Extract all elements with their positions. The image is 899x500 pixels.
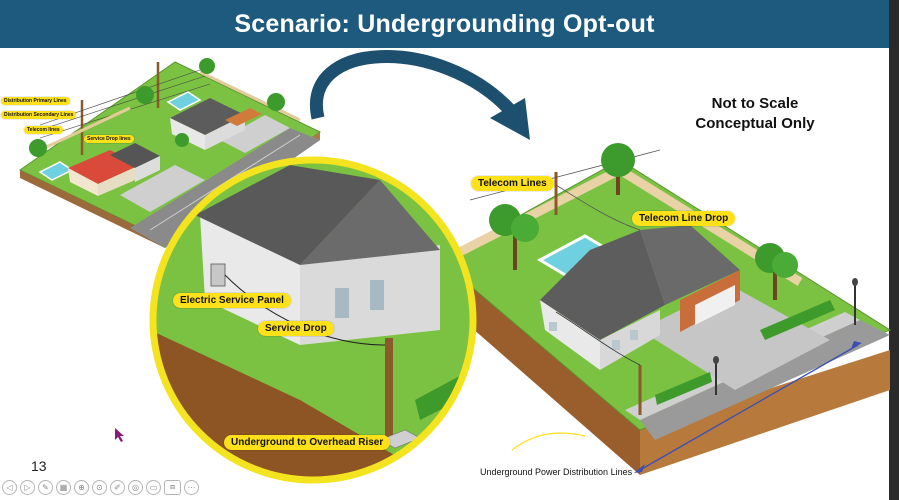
pointer-icon[interactable]: ◎ <box>128 479 143 495</box>
label-distribution-secondary: Distribution Secondary Lines <box>1 111 77 119</box>
zoom-icon[interactable]: ⊕ <box>74 479 89 495</box>
scale-note-line1: Not to Scale <box>711 95 799 112</box>
prev-icon[interactable]: ◁ <box>2 479 17 495</box>
label-telecom-line-drop: Telecom Line Drop <box>632 211 736 226</box>
window-edge <box>889 0 899 500</box>
large-property-diagram <box>439 143 892 475</box>
label-distribution-primary: Distribution Primary Lines <box>1 97 70 105</box>
presenter-toolbar: ◁ ▷ ✎ ▦ ⊕ ⊙ ✐ ◎ ▭ ⧈ ⋯ <box>2 478 199 496</box>
label-electric-service-panel: Electric Service Panel <box>173 293 291 308</box>
camera-icon[interactable]: ⧈ <box>164 479 181 495</box>
zoom-detail-circle <box>149 156 477 484</box>
next-icon[interactable]: ▷ <box>20 479 35 495</box>
slide-title: Scenario: Undergrounding Opt-out <box>234 9 655 38</box>
label-telecom-small: Telecom lines <box>24 126 63 134</box>
slide-title-bar: Scenario: Undergrounding Opt-out <box>0 0 889 48</box>
curved-arrow-icon <box>309 50 530 140</box>
label-underground-riser: Underground to Overhead Riser <box>224 435 391 450</box>
slide-number: 13 <box>31 458 47 474</box>
slides-icon[interactable]: ▦ <box>56 479 71 495</box>
more-icon[interactable]: ⊙ <box>92 479 107 495</box>
label-service-drop: Service Drop <box>258 321 334 336</box>
pen-icon[interactable]: ✎ <box>38 479 53 495</box>
subtitles-icon[interactable]: ▭ <box>146 479 161 495</box>
label-service-drop-small: Service Drop lines <box>84 135 134 143</box>
scale-note-line2: Conceptual Only <box>695 115 815 132</box>
menu-icon[interactable]: ⋯ <box>184 479 199 495</box>
scale-note: Not to Scale Conceptual Only <box>665 94 845 134</box>
label-underground-power: Underground Power Distribution Lines <box>480 467 633 477</box>
label-telecom-lines: Telecom Lines <box>471 176 554 191</box>
edit-icon[interactable]: ✐ <box>110 479 125 495</box>
